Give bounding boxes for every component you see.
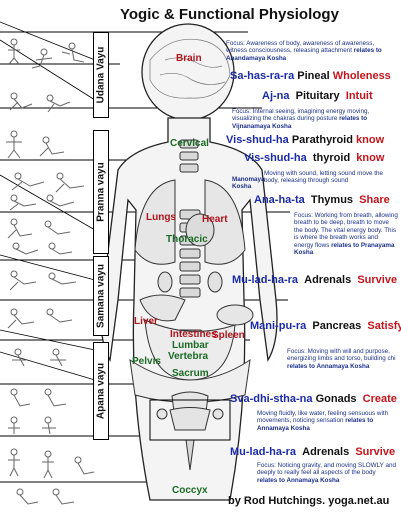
vayu-box-udana: Udana Vayu <box>93 32 109 118</box>
organ-label-sacrum: Sacrum <box>172 368 209 379</box>
level-manipura: Mani-pu-ra Pancreas Satisfy <box>250 320 401 332</box>
organ-label-cervical: Cervical <box>170 138 209 149</box>
vayu-label-udana: Udana Vayu <box>95 46 107 104</box>
organ-label-brain: Brain <box>176 53 202 64</box>
level-muladhara-lower: Mu-lad-ha-ra Adrenals Survive <box>230 446 396 458</box>
focus-note-4: Focus: Working from breath, allowing bre… <box>294 212 398 257</box>
organ-label-coccyx: Coccyx <box>172 485 208 496</box>
organ-label-lumbar: Lumbar <box>172 340 209 351</box>
vayu-label-pranna: Pranna vayu <box>95 162 107 222</box>
focus-note-7: Focus: Noticing gravity, and moving SLOW… <box>257 462 396 484</box>
organ-label-liver: Liver <box>134 316 158 327</box>
kidneys-drawing <box>157 271 223 293</box>
manomaya-kosha-note: Manomaya Kosha <box>232 176 265 191</box>
pelvis-box <box>149 399 231 441</box>
level-vishuddha-thyroid: Vis-shud-ha thyroid know <box>244 152 385 164</box>
organs-drawing <box>129 179 254 413</box>
vayu-box-pranna: Pranna vayu <box>93 130 109 254</box>
focus-note-3: Moving with sound, letting sound move th… <box>264 170 384 185</box>
level-muladhara-upper: Mu-lad-ha-ra Adrenals Survive <box>232 274 398 286</box>
credit-line: by Rod Hutchings. yoga.net.au <box>228 495 390 507</box>
organ-label-intestines: Intestines <box>170 329 217 340</box>
vayu-box-apana: Apana vayu <box>93 342 109 440</box>
diagram-title: Yogic & Functional Physiology <box>120 6 339 23</box>
organ-label-heart: Heart <box>202 214 228 225</box>
organ-label-lungs: Lungs <box>146 212 176 223</box>
connector-lines <box>0 21 96 381</box>
focus-note-2: Focus: Internal seeing, imagining energy… <box>232 108 370 130</box>
organ-label-vertebra: Vertebra <box>168 351 209 362</box>
level-svadhisthana: Sva-dhi-stha-na Gonads Create <box>230 393 397 405</box>
vayu-box-samana: Samana vayu <box>93 256 109 336</box>
focus-note-1: Focus: Awareness of body, awareness of a… <box>226 40 382 62</box>
level-sahasrara: Sa-has-ra-ra Pineal Wholeness <box>230 70 391 82</box>
level-vishuddha-parathyroid: Vis-shud-ha Parathyroid know <box>226 134 385 146</box>
vayu-label-apana: Apana vayu <box>95 362 107 420</box>
organ-label-thoracic: Thoracic <box>166 234 208 245</box>
level-ajna: Aj-na Pituitary Intuit <box>262 90 373 102</box>
vayu-label-samana: Samana vayu <box>95 264 107 328</box>
brain-drawing <box>149 38 231 99</box>
level-anahata: Ana-ha-ta Thymus Share <box>254 194 390 206</box>
focus-note-6: Moving fluidly, like water, feeling sens… <box>257 410 389 432</box>
organ-label-pelvis: Pelvis <box>132 356 161 367</box>
pose-figures <box>6 38 95 505</box>
uterus-drawing <box>156 407 224 431</box>
focus-note-5: Focus: Moving with will and purpose, ene… <box>287 348 396 370</box>
organ-label-spleen: Spleen <box>212 330 245 341</box>
